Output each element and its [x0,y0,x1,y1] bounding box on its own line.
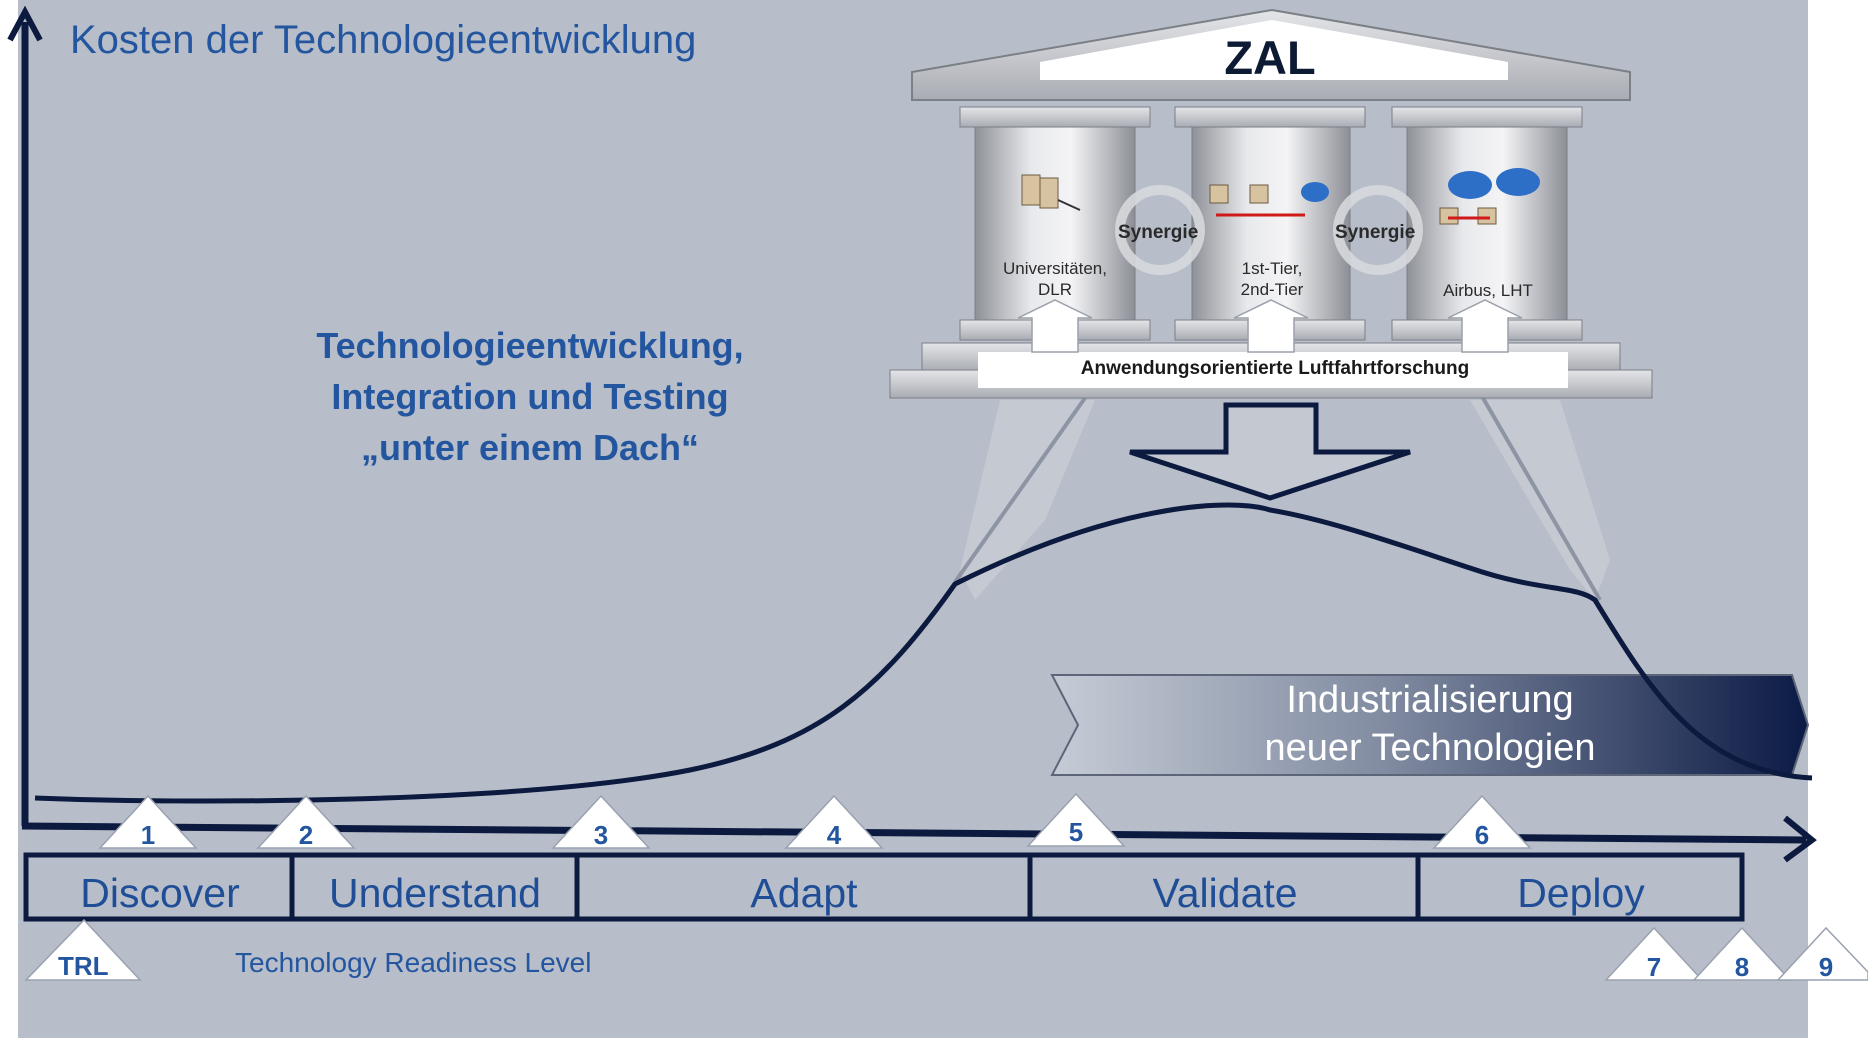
trl-triangle-label [24,918,142,981]
trl-level-9: 9 [1818,952,1834,982]
beam-line-right [1481,396,1602,602]
temple-base-label: Anwendungsorientierte Luftfahrtforschung [1080,358,1470,379]
trl-level-2: 2 [298,820,314,850]
industrialization-line: neuer Technologien [1264,727,1596,769]
phase-adapt: Adapt [750,870,858,916]
test-rig-icon [1209,182,1329,217]
down-arrow [1129,402,1411,501]
synergy-cycle-icon [1333,185,1423,275]
trl-triangle-1 [98,794,198,849]
phase-understand: Understand [329,870,541,916]
pillar-label-line: Universitäten, [1003,259,1107,278]
trl-caption: Technology Readiness Level [235,947,592,978]
trl-level-8: 8 [1734,952,1750,982]
industrialization-line: Industrialisierung [1286,679,1574,721]
pillar [974,126,1136,323]
pillar-label: 1st-Tier, 2nd-Tier [1202,258,1342,300]
trl-triangle-7 [1604,926,1704,981]
phase-validate: Validate [1152,870,1298,916]
beam-left [960,400,1095,600]
trl-triangle-2 [256,794,356,849]
center-headline: Technologieentwicklung, Integration und … [250,320,810,473]
synergy-label: Synergie [1118,222,1199,243]
pillar [1191,126,1351,323]
pillar-label-line: DLR [1037,280,1072,299]
trl-level-3: 3 [593,820,609,850]
trl-triangle-6 [1432,794,1532,849]
trl-triangle-9 [1776,926,1868,981]
trl-triangle-8 [1692,926,1792,981]
base-plaque [978,352,1568,388]
y-axis-arrowhead [7,5,43,42]
synergy-cycle-icon [1115,185,1205,275]
trl-level-4: 4 [826,820,842,850]
trl-level-7: 7 [1646,952,1662,982]
trl-triangle-3 [551,794,651,849]
pillar-label-line: 2nd-Tier [1240,280,1304,299]
test-rig-icon [1021,174,1081,211]
phase-bar [23,852,1745,922]
trl-level-5: 5 [1068,817,1084,847]
y-axis-title: Kosten der Technologieentwicklung [70,18,697,62]
headline-line: Technologieentwicklung, [316,325,744,366]
x-axis-arrowhead [1783,815,1817,863]
zal-temple [889,8,1653,399]
beam-line-left [953,396,1087,584]
trl-triangle-4 [784,794,884,849]
trl-label: TRL [58,951,109,981]
headline-line: Integration und Testing [331,376,729,417]
trl-level-6: 6 [1474,820,1490,850]
phase-deploy: Deploy [1517,870,1645,916]
phase-discover: Discover [80,870,240,916]
test-rig-icon [1439,168,1540,225]
synergy-label: Synergie [1335,222,1416,243]
pillar-label-line: Airbus, LHT [1443,281,1533,300]
zal-title: ZAL [1224,31,1316,84]
pillar-label: Airbus, LHT [1418,280,1558,301]
pillar-label-line: 1st-Tier, [1241,259,1303,278]
trl-level-1: 1 [140,820,156,850]
cost-curve [34,502,1813,804]
pillar-label: Universitäten, DLR [985,258,1125,300]
headline-line: „unter einem Dach“ [360,427,700,468]
trl-triangle-5 [1026,792,1126,847]
industrialization-label: Industrialisierung neuer Technologien [1160,676,1700,772]
temple-roof-plaque [1040,20,1508,80]
